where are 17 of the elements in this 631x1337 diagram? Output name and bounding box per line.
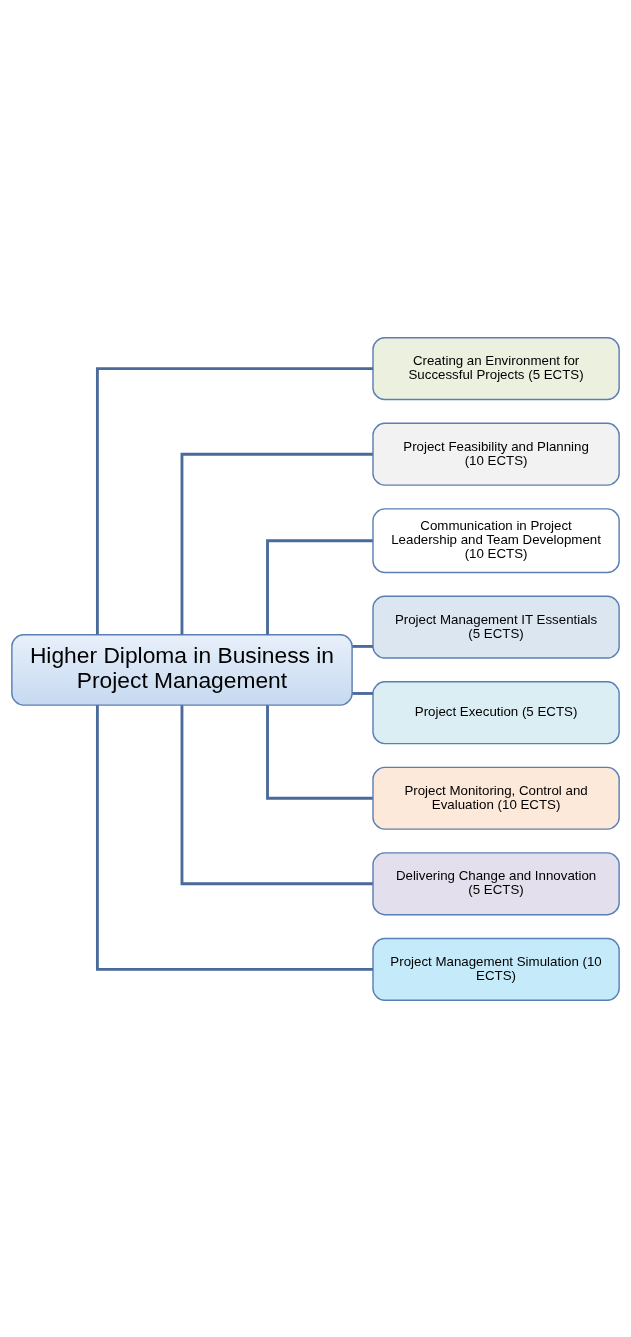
connector [352,691,373,695]
node-box: Higher Diploma in Business in Project Management [11,633,353,706]
node-box: Delivering Change and Innovation (5 ECTS) [372,851,620,915]
node-box: Project Feasibility and Planning (10 ECTS) [372,422,620,486]
node-box: Creating an Environment for Successful Projects (5 ECTS) [372,336,620,400]
node-box: Project Execution (5 ECTS) [372,680,620,744]
node-box: Communication in Project Leadership and Team Development (10 ECTS) [372,507,620,573]
connector [95,366,373,634]
node-box: Project Management Simulation (10 ECTS) [372,937,620,1001]
connector [266,538,373,635]
node-box: Project Management IT Essentials (5 ECTS) [372,595,620,659]
connector [180,704,373,885]
connector [180,452,373,635]
node-box: Project Monitoring, Control and Evaluation (10 ECTS) [372,766,620,830]
connector [266,704,373,800]
connector [95,704,373,971]
connector [352,644,373,648]
